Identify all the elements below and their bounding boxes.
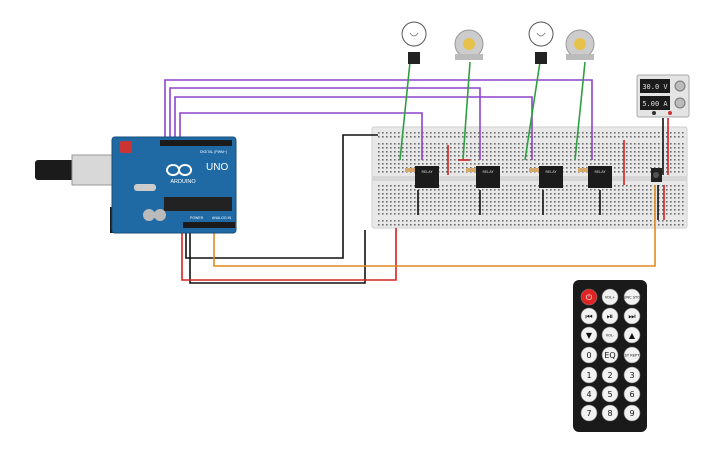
current-readout: 5.00 A <box>642 100 668 108</box>
remote-button-label: 3 <box>629 371 634 380</box>
light-bulb-1[interactable] <box>401 21 427 64</box>
relay-4[interactable]: RELAY <box>578 166 612 188</box>
remote-button-label: VOL- <box>606 334 615 338</box>
remote-button-label: ⏮ <box>585 312 592 321</box>
remote-button-label: ⏭ <box>628 312 635 321</box>
dc-motor-2[interactable] <box>565 29 595 60</box>
ir-remote[interactable]: ⏻ VOL+ FUNC STOP ⏮ ⏯ ⏭ ▼ VOL- ▲ 0 EQ ST REPT 1 2 3 4 5 6 7… <box>573 280 647 432</box>
three-button[interactable]: 3 <box>623 366 641 384</box>
power-header-label: POWER <box>190 216 204 220</box>
digital-header-label: DIGITAL (PWM~) <box>200 150 227 154</box>
play-pause-button[interactable]: ⏯ <box>601 307 619 325</box>
relay-label: RELAY <box>422 170 434 174</box>
remote-button-label: EQ <box>604 351 615 360</box>
down-button[interactable]: ▼ <box>580 326 598 344</box>
remote-button-label: ⏯ <box>607 312 613 321</box>
remote-button-label: ⏻ <box>586 293 593 302</box>
eight-button[interactable]: 8 <box>601 404 619 422</box>
remote-button-label: 0 <box>586 351 591 360</box>
arduino-brand: ARDUINO <box>170 179 196 185</box>
remote-button-label: 9 <box>629 409 634 418</box>
vol-down-button[interactable]: VOL- <box>601 326 619 344</box>
remote-button-label: ▼ <box>586 331 593 340</box>
vol-up-button[interactable]: VOL+ <box>601 288 619 306</box>
seven-button[interactable]: 7 <box>580 404 598 422</box>
st-rept-button[interactable]: ST REPT <box>623 346 641 364</box>
up-button[interactable]: ▲ <box>623 326 641 344</box>
eq-button[interactable]: EQ <box>601 346 619 364</box>
analog-header-label: ANALOG IN <box>212 216 232 220</box>
five-button[interactable]: 5 <box>601 385 619 403</box>
purple-wires[interactable] <box>164 79 593 160</box>
light-bulb-2[interactable] <box>528 21 554 64</box>
remote-button-label: ST REPT <box>625 354 641 358</box>
remote-button-label: VOL+ <box>605 296 615 300</box>
remote-button-label: 6 <box>629 390 634 399</box>
remote-button-label: 5 <box>607 390 612 399</box>
voltage-knob[interactable] <box>674 80 686 92</box>
nine-button[interactable]: 9 <box>623 404 641 422</box>
relay-label: RELAY <box>595 170 607 174</box>
prev-button[interactable]: ⏮ <box>580 307 598 325</box>
two-button[interactable]: 2 <box>601 366 619 384</box>
breadboard[interactable] <box>371 126 688 229</box>
current-knob[interactable] <box>674 97 686 109</box>
relay-label: RELAY <box>483 170 495 174</box>
green-wires[interactable] <box>399 61 586 161</box>
black-wires[interactable] <box>185 134 378 284</box>
remote-button-label: ▲ <box>629 331 636 340</box>
ir-receiver[interactable] <box>651 168 662 182</box>
dc-motor-1[interactable] <box>454 29 484 60</box>
remote-button-label: FUNC STOP <box>622 296 643 300</box>
arduino-model: UNO <box>206 162 228 173</box>
six-button[interactable]: 6 <box>623 385 641 403</box>
remote-button-label: 8 <box>607 409 612 418</box>
usb-cable <box>35 160 75 180</box>
remote-button-label: 7 <box>586 409 591 418</box>
reset-button[interactable] <box>120 141 132 153</box>
remote-button-label: 1 <box>586 371 591 380</box>
voltage-readout: 30.0 V <box>642 83 668 91</box>
power-supply[interactable]: 30.0 V 5.00 A <box>636 74 690 118</box>
next-button[interactable]: ⏭ <box>623 307 641 325</box>
zero-button[interactable]: 0 <box>580 346 598 364</box>
remote-button-label: 2 <box>607 371 612 380</box>
power-button[interactable]: ⏻ <box>580 288 598 306</box>
one-button[interactable]: 1 <box>580 366 598 384</box>
relay-2[interactable]: RELAY <box>466 166 500 188</box>
func-stop-button[interactable]: FUNC STOP <box>622 288 643 306</box>
four-button[interactable]: 4 <box>580 385 598 403</box>
relay-3[interactable]: RELAY <box>529 166 563 188</box>
red-wire[interactable] <box>181 228 397 281</box>
remote-button-label: 4 <box>586 390 591 399</box>
relay-1[interactable]: RELAY <box>405 166 439 188</box>
relay-label: RELAY <box>546 170 558 174</box>
arduino-uno[interactable]: ARDUINO UNO DIGITAL (PWM~) POWER ANALOG … <box>35 136 237 234</box>
